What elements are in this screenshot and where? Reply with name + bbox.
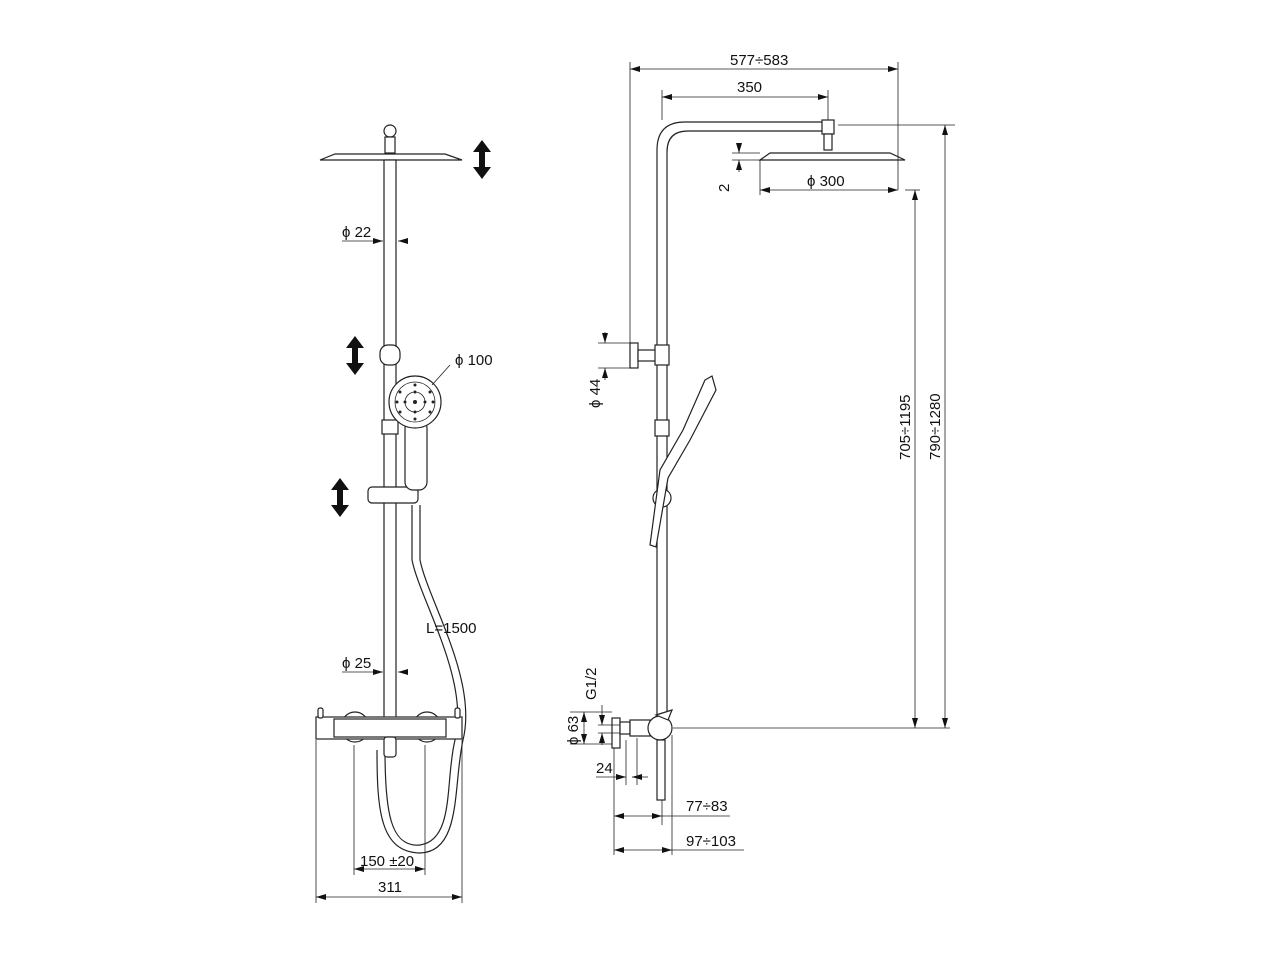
dim-connection-thread: G1/2 — [583, 667, 600, 700]
dim-eccentric-depth: 24 — [596, 760, 613, 777]
dim-adjustable-height: 705÷1195 — [897, 394, 914, 460]
dim-pipe-upper: ϕ 22 — [342, 224, 371, 241]
shower-rail — [383, 159, 397, 721]
dim-arm-length: 350 — [737, 79, 762, 96]
front-view: ϕ 22 ϕ 100 L=1500 ϕ 25 150 ±20 311 — [315, 124, 493, 903]
adjust-arrow-icon — [331, 140, 491, 517]
side-hand-shower — [649, 375, 717, 548]
dim-hose-length: L=1500 — [426, 620, 476, 637]
dim-total-height: 790÷1280 — [927, 393, 944, 460]
slider-bracket — [379, 344, 401, 366]
side-view: 577÷583 350 2 ϕ 300 ϕ 44 705÷1195 790÷12… — [565, 52, 955, 855]
dim-pipe-lower: ϕ 25 — [342, 655, 371, 672]
hand-shower-holder — [367, 486, 419, 504]
dim-overall-projection: 577÷583 — [730, 52, 788, 69]
dim-mixer-width: 311 — [378, 879, 402, 896]
dim-wall-distance-long: 97÷103 — [686, 833, 736, 850]
rain-shower-head — [319, 153, 463, 161]
mixer-outlet — [656, 739, 666, 801]
side-rail — [656, 121, 830, 720]
hand-shower-handle — [404, 419, 428, 491]
dim-inlet-spacing: 150 ±20 — [360, 853, 414, 870]
dim-hand-shower: ϕ 100 — [455, 352, 493, 369]
dim-wall-distance-short: 77÷83 — [686, 798, 728, 815]
dim-eccentric-diameter: ϕ 63 — [565, 716, 582, 745]
wall-bracket — [629, 342, 639, 369]
dim-bracket-diameter: ϕ 44 — [587, 379, 604, 408]
shower-hose — [384, 505, 459, 846]
side-shower-head — [758, 152, 906, 161]
dim-head-diameter: ϕ 300 — [807, 173, 845, 190]
dim-head-thickness: 2 — [716, 184, 733, 192]
top-cap — [383, 124, 397, 138]
